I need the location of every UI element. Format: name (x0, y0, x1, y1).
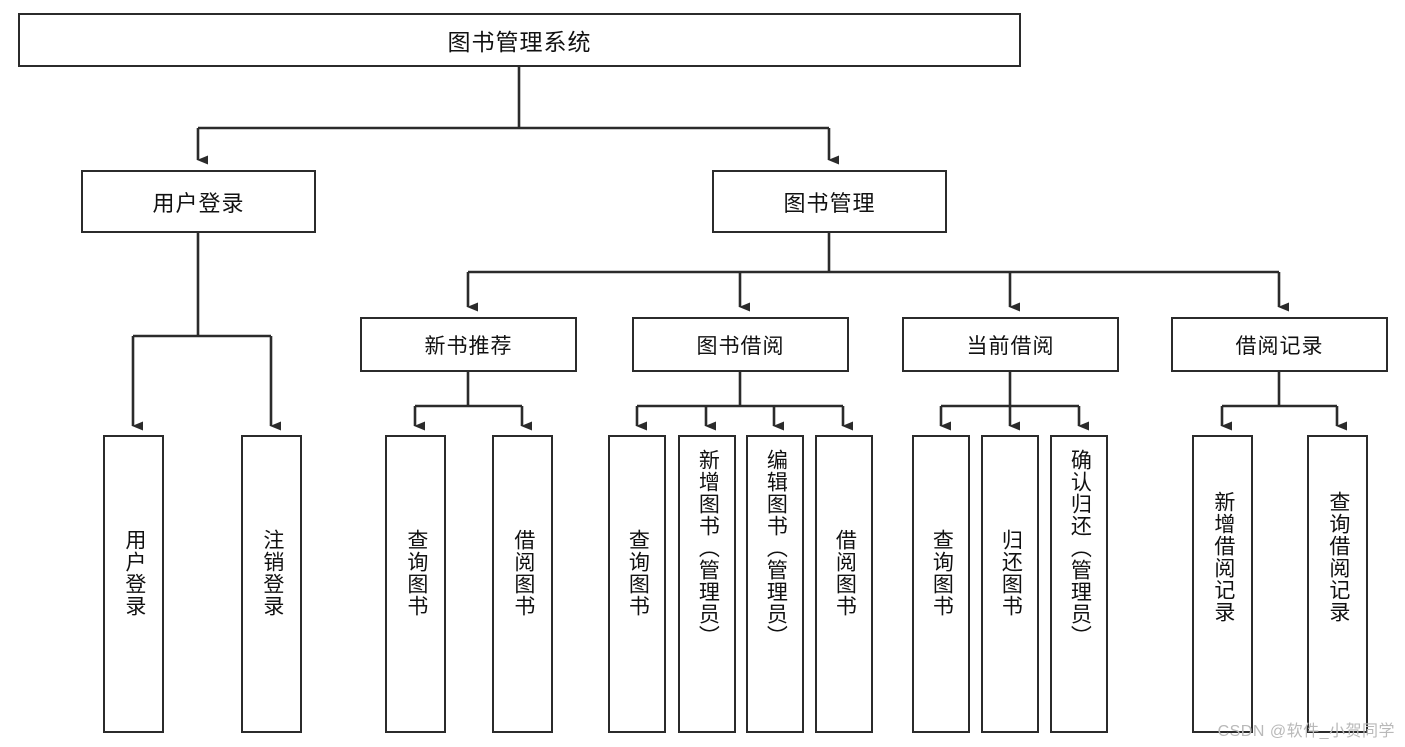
node-leaf-return-book-label: 归还图书 (999, 529, 1023, 617)
node-leaf-query-book-3[interactable]: 查询图书 (912, 435, 970, 733)
node-borrow-record[interactable]: 借阅记录 (1171, 317, 1388, 372)
node-current-borrow[interactable]: 当前借阅 (902, 317, 1119, 372)
node-leaf-user-login-label: 用户登录 (122, 529, 146, 617)
node-leaf-query-book-2[interactable]: 查询图书 (608, 435, 666, 733)
node-leaf-query-book-1[interactable]: 查询图书 (385, 435, 446, 733)
node-leaf-confirm-return[interactable]: 确认归还（管理员） (1050, 435, 1108, 733)
node-leaf-query-book-3-label: 查询图书 (930, 529, 954, 617)
node-leaf-query-book-2-label: 查询图书 (626, 529, 650, 617)
node-leaf-query-book-1-label: 查询图书 (404, 529, 428, 617)
node-leaf-borrow-book-2[interactable]: 借阅图书 (815, 435, 873, 733)
node-leaf-user-login[interactable]: 用户登录 (103, 435, 164, 733)
node-root[interactable]: 图书管理系统 (18, 13, 1021, 67)
node-leaf-add-book-label: 新增图书（管理员） (696, 449, 720, 647)
node-new-book-recommend[interactable]: 新书推荐 (360, 317, 577, 372)
node-book-borrow[interactable]: 图书借阅 (632, 317, 849, 372)
node-leaf-confirm-return-label: 确认归还（管理员） (1068, 449, 1092, 647)
node-leaf-user-logout-label: 注销登录 (260, 529, 284, 617)
node-leaf-borrow-book-2-label: 借阅图书 (833, 529, 857, 617)
node-leaf-return-book[interactable]: 归还图书 (981, 435, 1039, 733)
node-leaf-user-logout[interactable]: 注销登录 (241, 435, 302, 733)
node-leaf-borrow-book-1-label: 借阅图书 (511, 529, 535, 617)
node-leaf-add-book[interactable]: 新增图书（管理员） (678, 435, 736, 733)
node-leaf-query-record[interactable]: 查询借阅记录 (1307, 435, 1368, 733)
node-leaf-borrow-book-1[interactable]: 借阅图书 (492, 435, 553, 733)
node-leaf-add-record-label: 新增借阅记录 (1211, 491, 1235, 623)
node-leaf-query-record-label: 查询借阅记录 (1326, 491, 1350, 623)
node-book-manage[interactable]: 图书管理 (712, 170, 947, 233)
watermark-label: CSDN @软件_小贺同学 (1217, 723, 1395, 740)
node-book-borrow-label: 图书借阅 (696, 334, 785, 358)
node-new-book-recommend-label: 新书推荐 (424, 334, 513, 358)
node-root-label: 图书管理系统 (447, 29, 592, 55)
node-user-login-label: 用户登录 (152, 190, 245, 216)
node-leaf-edit-book-label: 编辑图书（管理员） (764, 449, 788, 647)
node-leaf-add-record[interactable]: 新增借阅记录 (1192, 435, 1253, 733)
node-user-login[interactable]: 用户登录 (81, 170, 316, 233)
node-book-manage-label: 图书管理 (783, 190, 876, 216)
node-borrow-record-label: 借阅记录 (1235, 334, 1324, 358)
node-current-borrow-label: 当前借阅 (966, 334, 1055, 358)
node-leaf-edit-book[interactable]: 编辑图书（管理员） (746, 435, 804, 733)
